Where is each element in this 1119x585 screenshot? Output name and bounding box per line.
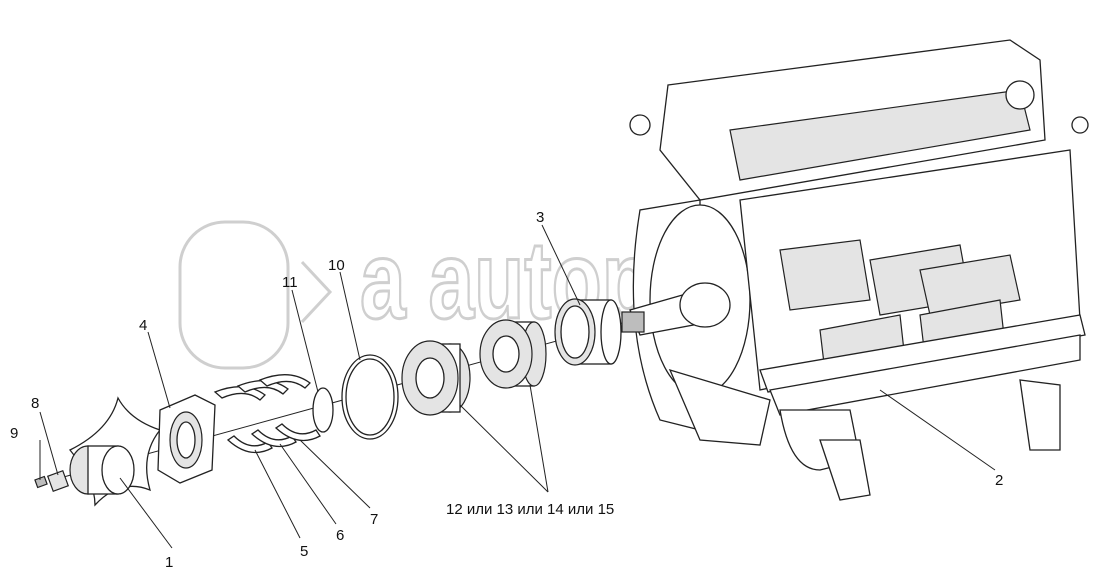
- callout-10: 10: [328, 257, 345, 274]
- callout-8: 8: [31, 395, 39, 412]
- part-10-ring: [341, 354, 399, 440]
- parts-5-6-7-half-rings: [213, 374, 321, 454]
- callout-3: 3: [536, 209, 544, 226]
- callout-5: 5: [300, 543, 308, 560]
- callout-1: 1: [165, 554, 173, 571]
- part-4-flange-housing: [157, 394, 216, 484]
- part-9-bolt: [34, 475, 48, 489]
- callout-7: 7: [370, 511, 378, 528]
- callout-9: 9: [10, 425, 18, 442]
- leader-lines: [39, 224, 996, 549]
- bearing-12-15-a: [401, 340, 471, 416]
- part-1-star-flange: [68, 396, 162, 507]
- part-8-plate: [46, 469, 70, 493]
- bearing-12-15-b: [479, 319, 547, 389]
- callout-4: 4: [139, 317, 147, 334]
- part-3-sleeve: [554, 298, 622, 366]
- part-11-snap-ring: [312, 387, 334, 433]
- callout-2: 2: [995, 472, 1003, 489]
- callout-6: 6: [336, 527, 344, 544]
- part-2-rotor-frame: [621, 39, 1089, 501]
- callout-11: 11: [282, 274, 298, 291]
- callout-12-15: 12 или 13 или 14 или 15: [446, 501, 614, 518]
